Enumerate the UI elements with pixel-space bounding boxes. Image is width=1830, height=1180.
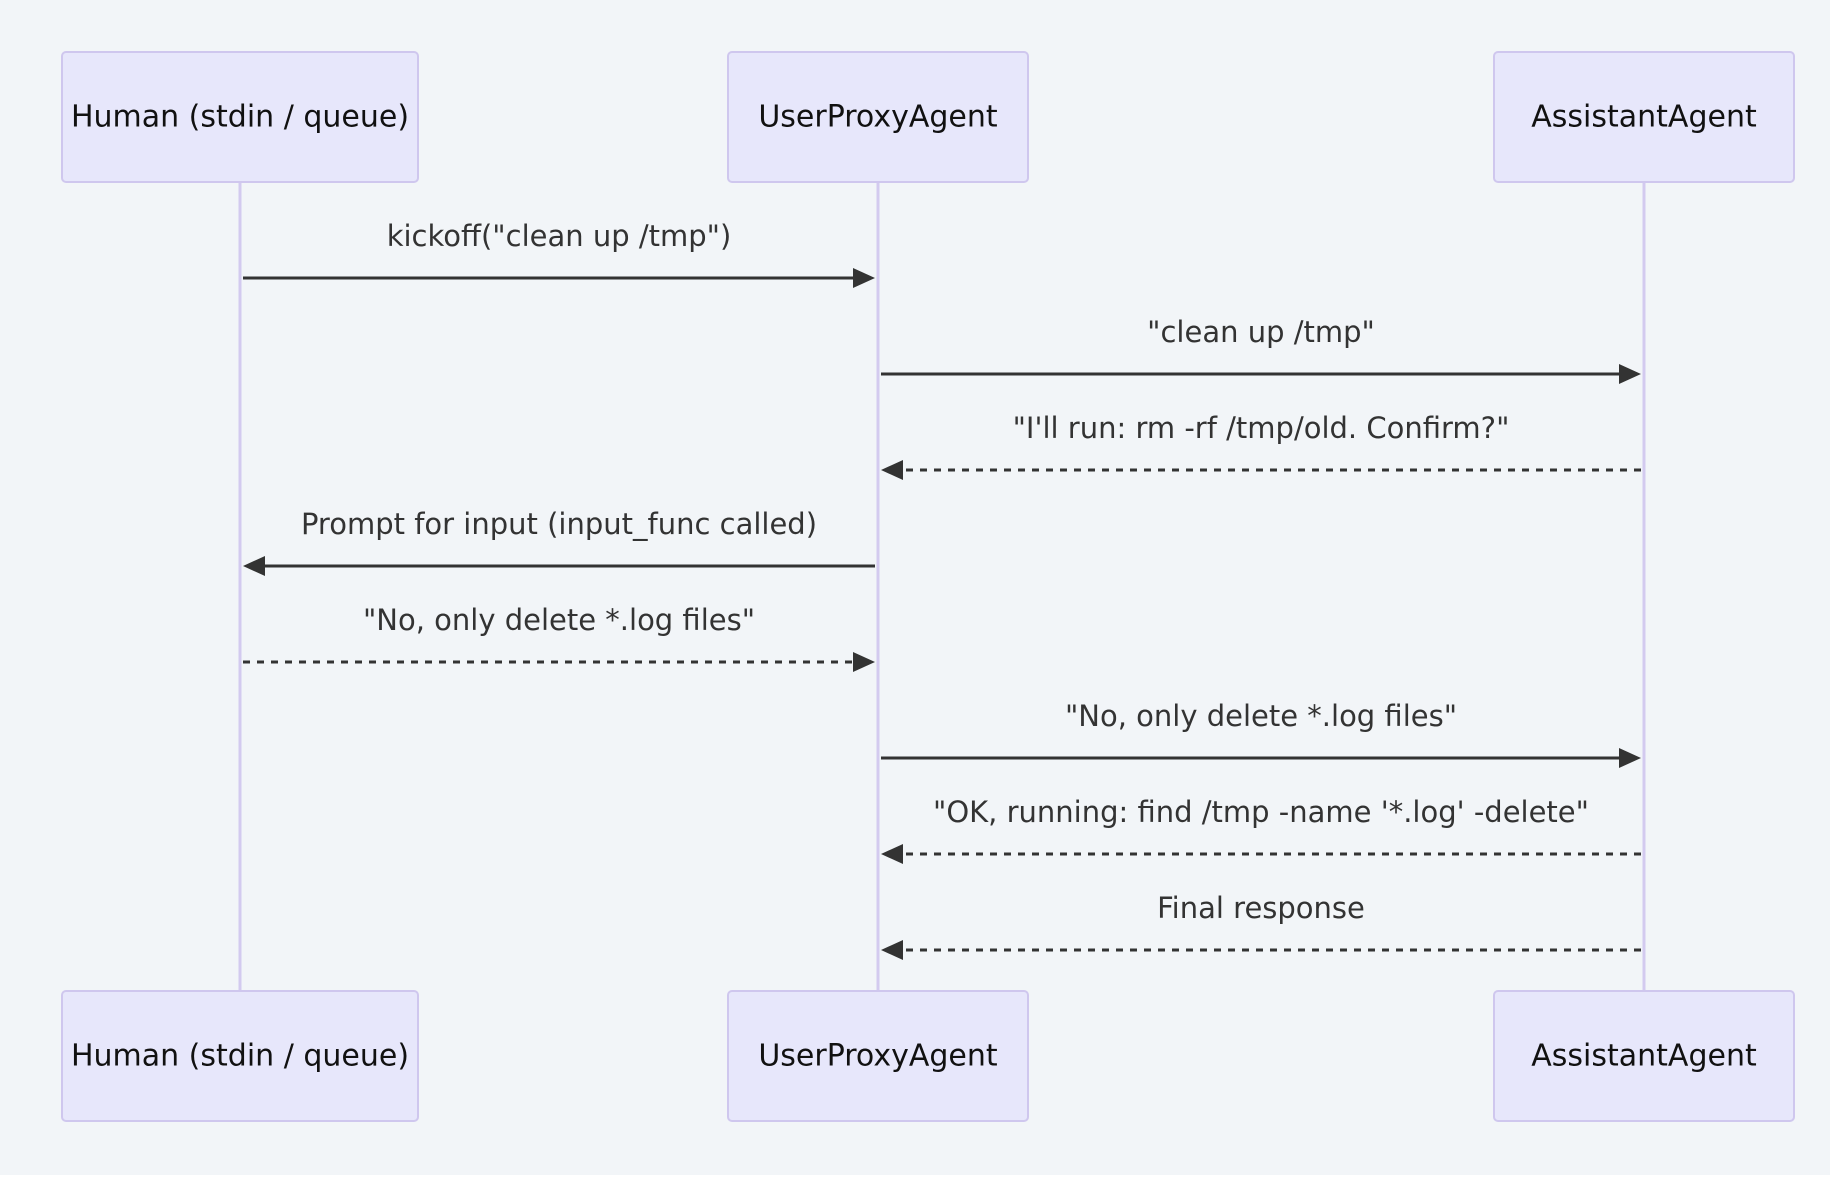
participant-proxy-bottom: UserProxyAgent <box>727 990 1029 1122</box>
message-label: Prompt for input (input_func called) <box>301 507 817 541</box>
message-4: Prompt for input (input_func called) <box>243 507 875 576</box>
arrowhead-icon <box>1619 748 1641 768</box>
arrowhead-icon <box>1619 364 1641 384</box>
arrowhead-icon <box>881 940 903 960</box>
participant-assistant-bottom: AssistantAgent <box>1493 990 1795 1122</box>
message-8: Final response <box>881 891 1641 960</box>
participant-box <box>61 51 419 183</box>
participant-box <box>61 990 419 1122</box>
message-label: "I'll run: rm -rf /tmp/old. Confirm?" <box>1013 411 1510 445</box>
participant-label: Human (stdin / queue) <box>71 100 409 135</box>
participant-label: AssistantAgent <box>1531 100 1757 135</box>
message-label: "OK, running: find /tmp -name '*.log' -d… <box>933 795 1589 829</box>
message-3: "I'll run: rm -rf /tmp/old. Confirm?" <box>881 411 1641 480</box>
message-7: "OK, running: find /tmp -name '*.log' -d… <box>881 795 1641 864</box>
participant-human-top: Human (stdin / queue) <box>61 51 419 183</box>
lifelines <box>238 182 1646 991</box>
participant-box <box>1493 51 1795 183</box>
participant-box <box>1493 990 1795 1122</box>
message-label: Final response <box>1157 891 1365 925</box>
participant-label: Human (stdin / queue) <box>71 1039 409 1074</box>
message-label: "clean up /tmp" <box>1147 315 1375 349</box>
participant-proxy-top: UserProxyAgent <box>727 51 1029 183</box>
messages: kickoff("clean up /tmp") "clean up /tmp" "… <box>243 219 1641 960</box>
arrowhead-icon <box>881 844 903 864</box>
arrowhead-icon <box>881 460 903 480</box>
participant-box <box>727 51 1029 183</box>
arrowhead-icon <box>853 268 875 288</box>
participant-human-bottom: Human (stdin / queue) <box>61 990 419 1122</box>
participant-assistant-top: AssistantAgent <box>1493 51 1795 183</box>
message-5: "No, only delete *.log files" <box>243 603 875 672</box>
participant-label: AssistantAgent <box>1531 1039 1757 1074</box>
message-label: "No, only delete *.log files" <box>1065 699 1457 733</box>
message-6: "No, only delete *.log files" <box>881 699 1641 768</box>
message-2: "clean up /tmp" <box>881 315 1641 384</box>
message-label: "No, only delete *.log files" <box>363 603 755 637</box>
participant-label: UserProxyAgent <box>758 1039 998 1074</box>
arrowhead-icon <box>243 556 265 576</box>
arrowhead-icon <box>853 652 875 672</box>
message-1: kickoff("clean up /tmp") <box>243 219 875 288</box>
message-label: kickoff("clean up /tmp") <box>387 219 732 253</box>
participant-label: UserProxyAgent <box>758 100 998 135</box>
participant-box <box>727 990 1029 1122</box>
